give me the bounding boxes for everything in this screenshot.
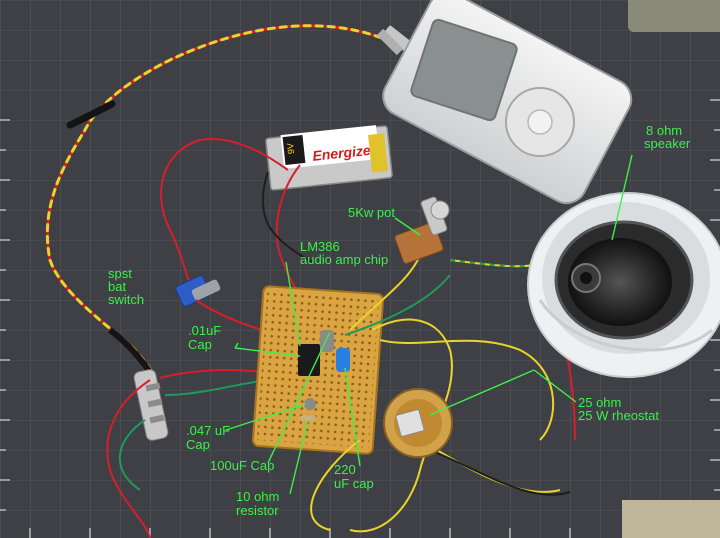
ipod-device (376, 0, 633, 205)
annotation-lines (225, 154, 633, 495)
label-speaker-line2: speaker (644, 136, 691, 151)
corner-paper (622, 500, 720, 538)
label-rheostat-line2: 25 W rheostat (578, 408, 659, 423)
label-cap01-line2: Cap (188, 337, 212, 352)
label-resistor-line2: resistor (236, 503, 279, 518)
label-lm386-line2: audio amp chip (300, 252, 389, 267)
label-bat: bat (108, 279, 127, 294)
label-rheostat-line1: 25 ohm (578, 395, 622, 410)
spst-switch-part (175, 275, 263, 331)
capacitor-047uf-part (304, 398, 316, 410)
label-speaker-line1: 8 ohm (646, 123, 683, 138)
label-pot: 5Kw pot (348, 205, 395, 220)
label-cap01-line1: .01uF (188, 323, 222, 338)
label-cap220-line1: 220 (334, 462, 356, 477)
audio-jack (108, 327, 169, 441)
label-resistor-line1: 10 ohm (236, 489, 280, 504)
label-lm386-line1: LM386 (300, 239, 340, 254)
capacitor-220uf-part (336, 348, 350, 372)
speaker-part (527, 192, 720, 378)
corner-case (628, 0, 720, 32)
label-switch: switch (108, 292, 145, 307)
label-cap047-line2: Cap (186, 437, 210, 452)
lm386-chip (298, 344, 320, 376)
rheostat-part (383, 388, 453, 458)
resistor-part (300, 415, 316, 421)
label-cap047-line1: .047 uF (186, 423, 231, 438)
pot-5k-part (394, 196, 450, 264)
label-cap220-line2: uF cap (334, 476, 374, 491)
perfboard (251, 285, 385, 455)
battery-voltage: 9V (285, 143, 296, 155)
battery-brand: Energizer (312, 141, 379, 164)
battery-9v: 9V Energizer (265, 125, 393, 191)
label-spst: spst (108, 266, 132, 281)
label-cap100: 100uF Cap (210, 458, 275, 473)
